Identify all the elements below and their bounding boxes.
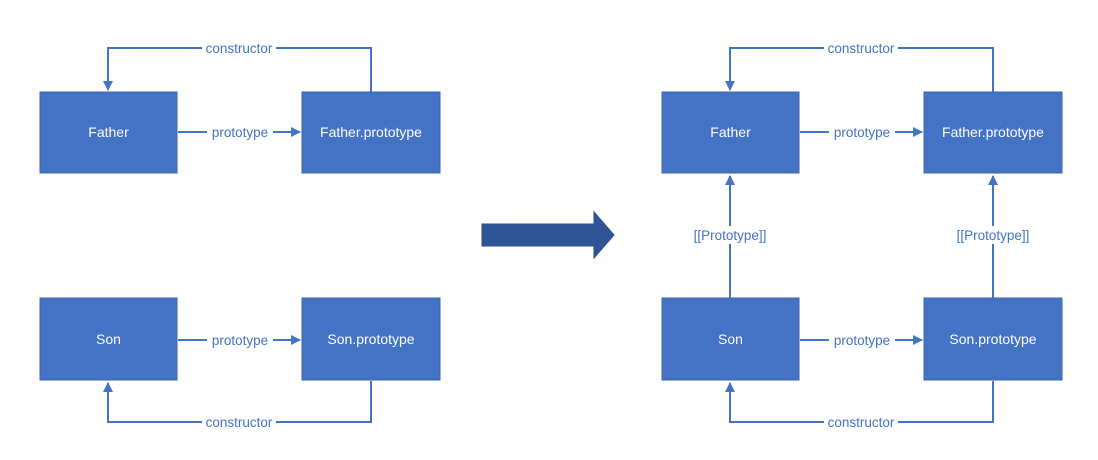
edge-label-constructor: constructor [206,415,273,430]
edge-label-prototype: prototype [212,125,268,140]
right-arrow-icon [481,210,615,260]
node-father: Father [39,91,178,174]
node-son-prototype: Son.prototype [301,297,441,381]
node-son: Son [39,297,178,381]
node-label-son: Son [96,331,121,347]
edge-label-proto-link: [[Prototype]] [957,228,1030,243]
node-father-prototype: Father.prototype [301,91,441,174]
node-father: Father [661,91,800,174]
edge-label-prototype: prototype [834,125,890,140]
node-label-father-prototype: Father.prototype [942,124,1044,140]
right-son-constructor-edge: constructor [725,381,994,431]
node-son-prototype: Son.prototype [923,297,1063,381]
left-son-prototype-edge: prototype [178,332,301,349]
right-son-prototype-proto-link: [[Prototype]] [950,175,1036,298]
node-label-father: Father [88,124,129,140]
node-label-son: Son [718,331,743,347]
left-father-constructor-edge: constructor [103,40,372,92]
edge-label-proto-link: [[Prototype]] [694,228,767,243]
node-label-father: Father [710,124,751,140]
edge-label-prototype: prototype [212,333,268,348]
right-father-prototype-edge: prototype [800,124,923,141]
right-diagram: constructor prototype [[Prototype]] [[Pr… [661,40,1063,431]
right-son-proto-link: [[Prototype]] [687,175,773,298]
edge-label-prototype: prototype [834,333,890,348]
node-label-son-prototype: Son.prototype [949,331,1036,347]
edge-label-constructor: constructor [828,41,895,56]
edge-label-constructor: constructor [206,41,273,56]
right-son-prototype-edge: prototype [800,332,923,349]
edge-label-constructor: constructor [828,415,895,430]
right-father-constructor-edge: constructor [725,40,994,92]
left-son-constructor-edge: constructor [103,381,372,431]
node-father-prototype: Father.prototype [923,91,1063,174]
left-diagram: constructor prototype prototype construc… [39,40,441,431]
node-label-son-prototype: Son.prototype [327,331,414,347]
node-label-father-prototype: Father.prototype [320,124,422,140]
node-son: Son [661,297,800,381]
left-father-prototype-edge: prototype [178,124,301,141]
